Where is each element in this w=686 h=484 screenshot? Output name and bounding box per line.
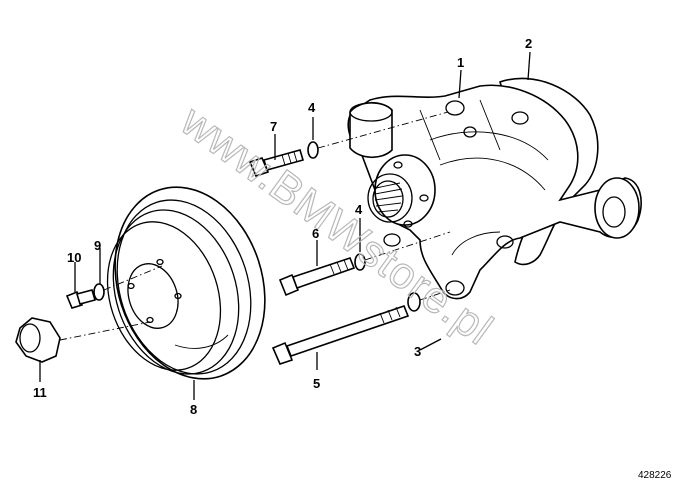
water-pump <box>347 77 642 300</box>
callout-6: 6 <box>312 226 319 241</box>
washer-3 <box>407 292 421 312</box>
callout-11: 11 <box>33 385 47 400</box>
callout-9: 9 <box>94 238 101 253</box>
bolt-6 <box>278 257 356 297</box>
bolt-7 <box>248 149 305 177</box>
nut-11 <box>15 317 61 363</box>
washer-9 <box>93 283 105 301</box>
washer-4-top <box>307 141 319 159</box>
outlet-nozzle <box>594 177 640 239</box>
washer-4-mid <box>354 253 366 271</box>
inlet-nozzle <box>349 101 393 159</box>
callout-1: 1 <box>457 55 464 70</box>
callout-8: 8 <box>190 402 197 417</box>
callout-7: 7 <box>270 119 277 134</box>
bolt-5 <box>271 304 410 365</box>
callout-3: 3 <box>414 344 421 359</box>
hub-flange <box>374 154 436 226</box>
belt-pulley <box>106 186 266 380</box>
document-number: 428226 <box>638 470 672 481</box>
callout-4-top: 4 <box>308 100 316 115</box>
callout-10: 10 <box>67 250 81 265</box>
callout-4-mid: 4 <box>355 202 363 217</box>
callout-5: 5 <box>313 376 320 391</box>
bolt-10 <box>65 289 97 309</box>
callout-2: 2 <box>525 36 532 51</box>
